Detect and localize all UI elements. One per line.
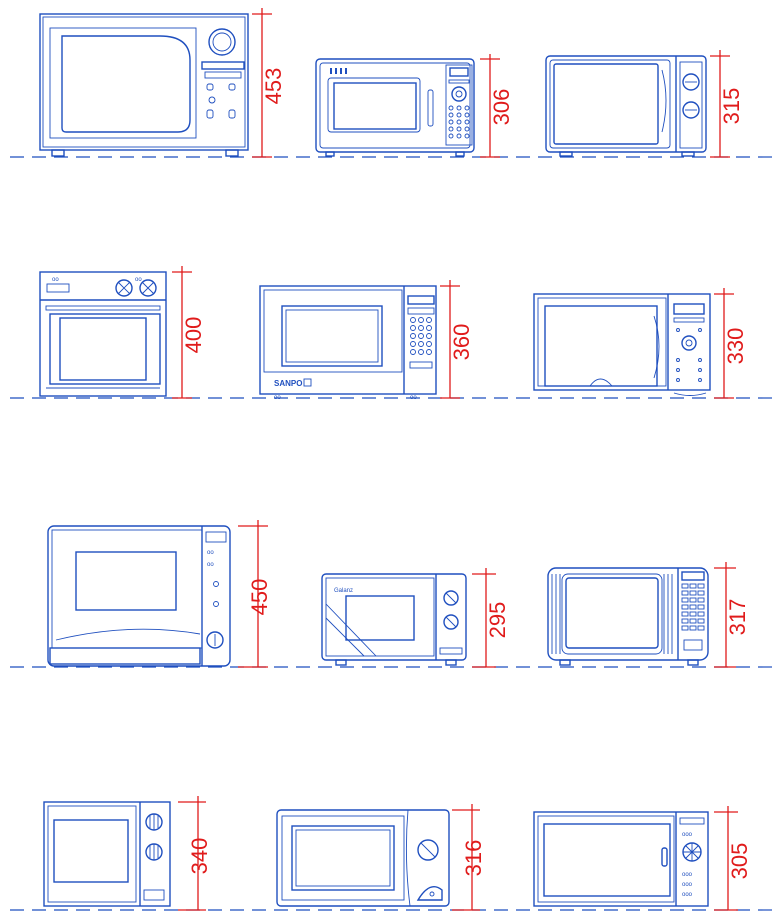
dimension-line-1: 453	[252, 8, 286, 158]
dimension-line-2: 306	[480, 54, 514, 158]
dimension-line-8: 295	[472, 568, 510, 668]
dimension-line-10: 340	[178, 796, 212, 911]
dimension-label-10: 340	[187, 838, 212, 875]
microwave-9	[547, 567, 709, 666]
dimension-label-6: 330	[723, 328, 748, 365]
dimension-line-11: 316	[452, 804, 486, 911]
dimension-line-6: 330	[714, 288, 748, 399]
microwave-4: oo oo	[39, 271, 167, 397]
microwave-12: ooo ooo ooo ooo	[533, 811, 709, 907]
svg-text:oo: oo	[135, 277, 142, 283]
svg-text:oo: oo	[274, 395, 281, 401]
svg-text:oo: oo	[207, 550, 214, 556]
microwave-8: Galanz	[321, 573, 467, 666]
dimension-label-11: 316	[461, 840, 486, 877]
vent-slots	[330, 68, 347, 74]
dimension-label-3: 315	[719, 88, 744, 125]
dimension-label-9: 317	[725, 599, 750, 636]
svg-text:ooo: ooo	[682, 872, 693, 878]
dimension-line-5: 360	[440, 280, 474, 399]
svg-text:oo: oo	[52, 277, 59, 283]
svg-text:ooo: ooo	[682, 832, 693, 838]
microwave-1	[39, 13, 249, 157]
keypad	[410, 317, 432, 355]
keypad	[448, 105, 470, 139]
dimension-label-2: 306	[489, 89, 514, 126]
brand-label-sanpo: SANPO	[274, 379, 302, 388]
microwave-10	[43, 801, 171, 907]
svg-text:ooo: ooo	[682, 892, 693, 898]
dimension-label-7: 450	[247, 579, 272, 616]
microwave-2	[315, 58, 475, 157]
microwave-3	[545, 55, 707, 157]
dimension-label-5: 360	[449, 324, 474, 361]
svg-text:ooo: ooo	[682, 882, 693, 888]
dimension-line-3: 315	[710, 50, 744, 158]
microwave-11	[276, 809, 450, 907]
microwave-6	[533, 293, 711, 396]
svg-text:oo: oo	[410, 395, 417, 401]
brand-label-galanz: Galanz	[334, 588, 353, 594]
svg-text:oo: oo	[207, 562, 214, 568]
microwave-7: oo oo	[47, 525, 231, 667]
dimension-label-12: 305	[727, 843, 752, 880]
keypad	[681, 583, 705, 631]
dimension-line-7: 450	[238, 520, 272, 668]
dimension-label-8: 295	[485, 602, 510, 639]
vent-ribs	[551, 574, 673, 654]
dimension-line-9: 317	[714, 562, 750, 668]
dimension-label-4: 400	[181, 317, 206, 354]
dimension-line-4: 400	[172, 266, 206, 399]
microwave-5: SANPO oo oo	[259, 285, 437, 401]
dimension-label-1: 453	[261, 68, 286, 105]
dimension-line-12: 305	[714, 806, 752, 911]
